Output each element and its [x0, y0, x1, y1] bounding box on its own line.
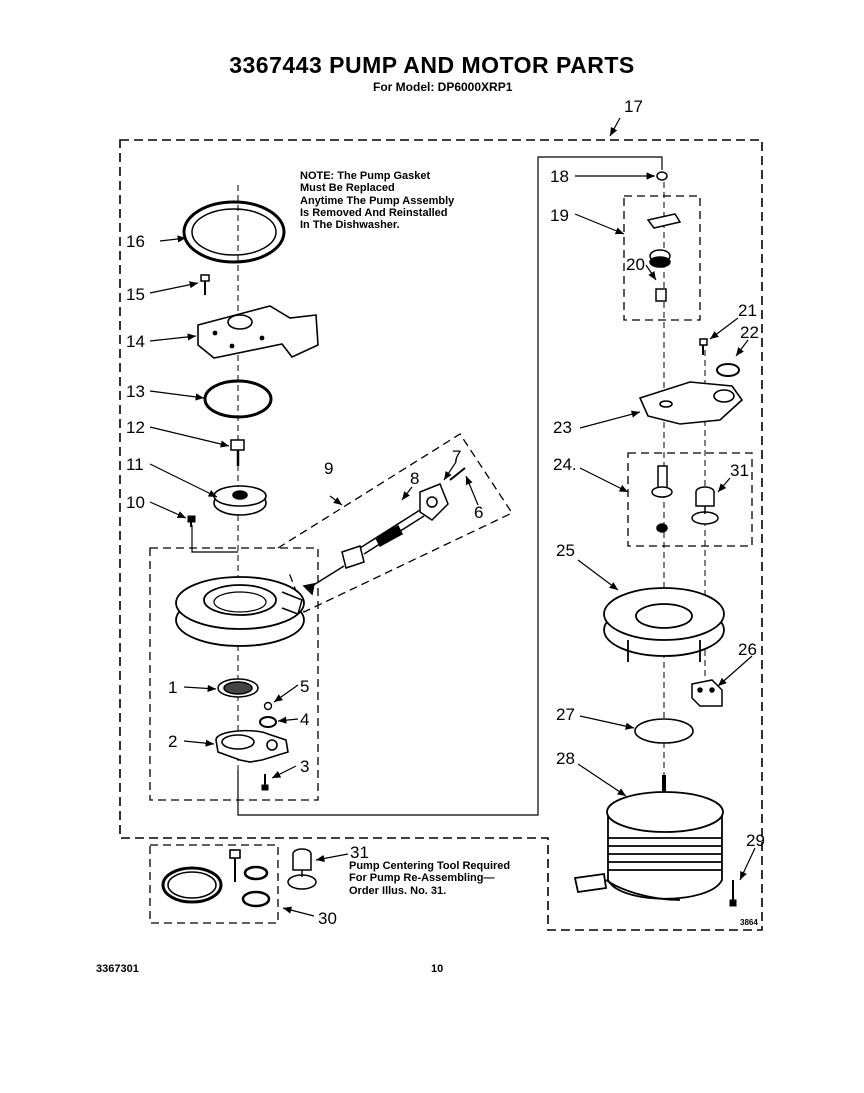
callout-label: 11	[126, 455, 144, 474]
callout-label: 17	[624, 97, 643, 116]
lower-housing-part	[215, 729, 289, 763]
callout-label: 14	[126, 332, 145, 351]
centering-tool-kit-part	[287, 848, 317, 890]
kit-30-box	[149, 844, 279, 924]
art-code: 3864	[740, 918, 758, 927]
model-subtitle: For Model: DP6000XRP1	[373, 80, 513, 94]
valve-assembly-part	[302, 467, 466, 596]
assembly-9-box	[277, 433, 513, 613]
callout-label: 27	[556, 705, 575, 724]
ball-part	[263, 701, 273, 711]
callout-label: 9	[324, 459, 333, 478]
callout-label: 3	[300, 757, 309, 776]
cover-plate-part	[197, 305, 319, 359]
centering-tool-part	[691, 486, 719, 525]
shaft-seal-part	[651, 465, 673, 533]
bracket-bolt-part	[699, 338, 708, 355]
motor-screw-part	[729, 880, 737, 907]
pump-gasket-part	[182, 200, 286, 264]
callout-label: 31	[730, 461, 749, 480]
impeller-bolt-part	[230, 439, 245, 466]
callout-label: 26	[738, 640, 757, 659]
callout-label: 2	[168, 732, 177, 751]
lower-screw-part	[261, 774, 269, 791]
callout-label: 20	[626, 255, 645, 274]
tool-note-line: For Pump Re-Assembling—	[349, 872, 495, 885]
callout-label: 24.	[553, 455, 577, 474]
nut-part	[656, 171, 668, 181]
callout-label: 28	[556, 749, 575, 768]
strainer-part	[217, 678, 259, 698]
pump-gasket-note: NOTE: The Pump Gasket Must Be Replaced A…	[300, 170, 454, 231]
impeller-part	[213, 485, 267, 516]
page-title: 3367443 PUMP AND MOTOR PARTS	[229, 52, 635, 78]
note-line: Is Removed And Reinstalled	[300, 206, 448, 219]
assembly-19-box	[623, 195, 701, 321]
callout-label: 29	[746, 831, 765, 850]
service-kit-parts	[161, 849, 271, 908]
pump-motor-assembly-boundary	[119, 139, 763, 931]
screw-part	[200, 274, 210, 295]
motor-part	[573, 775, 724, 901]
pump-subassembly-box	[149, 547, 319, 801]
note-line: Must Be Replaced	[300, 182, 395, 195]
motor-bracket-part	[638, 381, 744, 425]
small-screw-part	[187, 515, 196, 527]
pump-housing-part	[175, 576, 305, 647]
seal-assembly-part	[646, 213, 682, 302]
callout-label: 15	[126, 285, 145, 304]
callout-label: 1	[168, 678, 177, 697]
slinger-disc-part	[634, 718, 694, 744]
callout-label: 5	[300, 677, 309, 696]
callout-label: 30	[318, 909, 337, 928]
callout-label: 4	[300, 710, 309, 729]
centering-tool-note: Pump Centering Tool Required For Pump Re…	[349, 860, 510, 897]
callout-label: 13	[126, 382, 145, 401]
callout-label: 31	[350, 843, 369, 862]
tool-note-line: Pump Centering Tool Required	[349, 860, 511, 872]
callout-label: 19	[550, 206, 569, 225]
callout-label: 23	[553, 418, 572, 437]
callout-label: 18	[550, 167, 569, 186]
note-line: In The Dishwasher.	[300, 219, 400, 232]
page-number: 10	[431, 963, 444, 975]
callout-label: 22	[740, 323, 759, 342]
motor-mount-part	[603, 587, 725, 662]
terminal-block-part	[691, 679, 723, 707]
callout-label: 7	[452, 447, 461, 466]
doc-number: 3367301	[96, 963, 139, 975]
callout-label: 6	[474, 503, 483, 522]
note-line: Anytime The Pump Assembly	[300, 194, 455, 207]
callout-label: 25	[556, 541, 575, 560]
grommet-part	[716, 363, 740, 377]
callout-label: 21	[738, 301, 757, 320]
tool-note-line: Order Illus. No. 31.	[349, 884, 447, 897]
small-o-ring-part	[259, 716, 277, 728]
callout-label: 10	[126, 493, 145, 512]
assembly-24-box	[627, 452, 753, 547]
note-line: NOTE: The Pump Gasket	[300, 170, 431, 182]
callout-label: 8	[410, 469, 419, 488]
o-ring-part	[203, 379, 273, 419]
callout-label: 12	[126, 418, 145, 437]
callout-label: 16	[126, 232, 145, 251]
